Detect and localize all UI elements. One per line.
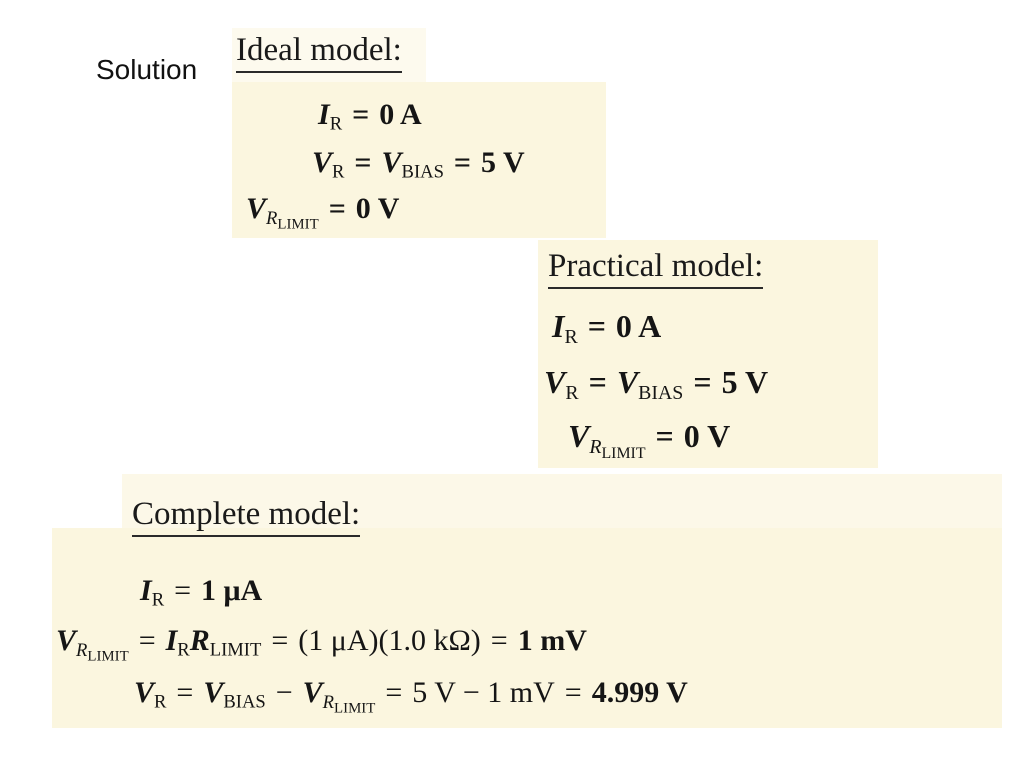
ideal-title-background bbox=[232, 28, 426, 84]
ideal-eq-voltage-rlimit: VRLIMIT=0 V bbox=[246, 192, 400, 233]
practical-model-panel bbox=[538, 240, 878, 468]
complete-model-title: Complete model: bbox=[132, 496, 361, 537]
ideal-model-panel bbox=[232, 82, 606, 238]
practical-eq-voltage-r: VR=VBIAS=5 V bbox=[544, 364, 769, 404]
ideal-eq-current: IR=0 A bbox=[318, 98, 422, 135]
practical-model-title: Practical model: bbox=[548, 248, 764, 289]
ideal-model-title: Ideal model: bbox=[236, 32, 402, 73]
ideal-eq-voltage-r: VR=VBIAS=5 V bbox=[312, 146, 525, 183]
complete-model-panel bbox=[52, 528, 1002, 728]
complete-model-header-panel bbox=[122, 474, 1002, 534]
practical-eq-current: IR=0 A bbox=[552, 308, 662, 348]
solution-label: Solution bbox=[96, 54, 198, 85]
complete-eq-voltage-r: VR=VBIAS−VRLIMIT=5 V − 1 mV=4.999 V bbox=[134, 676, 688, 717]
practical-eq-voltage-rlimit: VRLIMIT=0 V bbox=[568, 418, 731, 462]
complete-eq-current: IR=1 μA bbox=[140, 574, 263, 611]
complete-eq-voltage-rlimit: VRLIMIT=IRRLIMIT=(1 μA)(1.0 kΩ)=1 mV bbox=[56, 624, 587, 665]
